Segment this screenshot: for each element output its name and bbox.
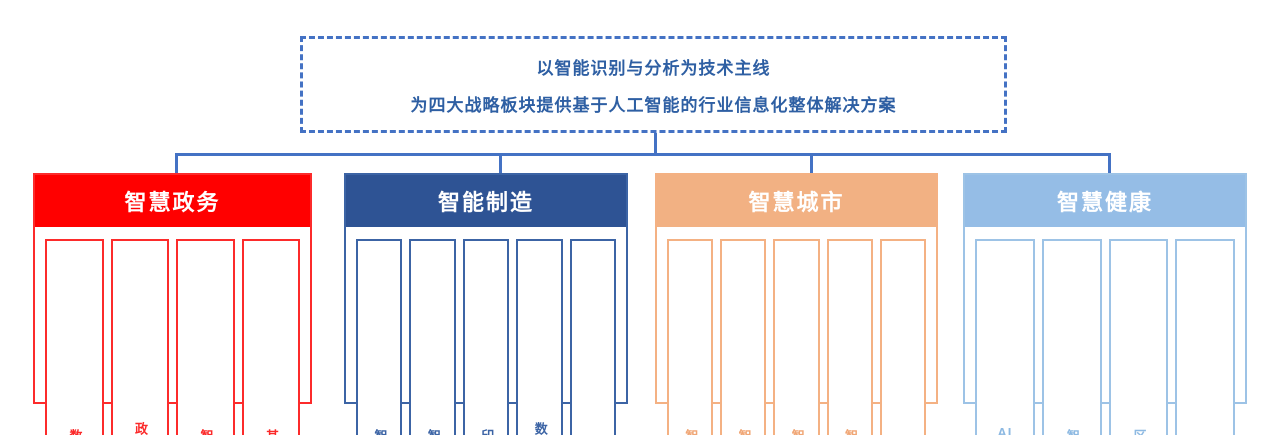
connector-drop-4 bbox=[1108, 153, 1111, 175]
sub-item[interactable]: 智慧油田 bbox=[355, 239, 403, 435]
pillar-title-1: 智慧政务 bbox=[35, 175, 310, 227]
sub-item[interactable]: 其他业务 bbox=[241, 239, 300, 435]
pillar-block-1[interactable]: 智慧政务 数字会议 政务大数据 智慧统计 其他业务 bbox=[33, 173, 312, 435]
pillar-items-4: AI ＋ 器械 智慧医院 区域医疗 … bbox=[965, 227, 1245, 435]
sub-item-more[interactable]: … bbox=[879, 239, 927, 435]
sub-item[interactable]: 智慧环保 bbox=[720, 239, 767, 435]
pillar-items-2: 智慧油田 智慧烟草 印钞检测 数字化转型 … bbox=[346, 227, 626, 435]
connector-drop-2 bbox=[499, 153, 502, 175]
pillar-title-4: 智慧健康 bbox=[965, 175, 1245, 227]
sub-item-more[interactable]: … bbox=[569, 239, 617, 435]
pillar-title-2: 智能制造 bbox=[346, 175, 626, 227]
headline-line-2: 为四大战略板块提供基于人工智能的行业信息化整体解决方案 bbox=[410, 95, 897, 115]
pillar-block-4[interactable]: 智慧健康 AI ＋ 器械 智慧医院 区域医疗 … bbox=[963, 173, 1247, 435]
sub-item-latin: AI bbox=[997, 425, 1013, 435]
sub-item-ai-device[interactable]: AI ＋ 器械 bbox=[975, 239, 1035, 435]
sub-item[interactable]: 区域医疗 bbox=[1108, 239, 1169, 435]
headline-box: 以智能识别与分析为技术主线 为四大战略板块提供基于人工智能的行业信息化整体解决方… bbox=[300, 36, 1007, 133]
connector-bus bbox=[175, 153, 1111, 156]
sub-item[interactable]: 智能工程 bbox=[826, 239, 873, 435]
sub-item[interactable]: 智慧医院 bbox=[1041, 239, 1102, 435]
sub-item[interactable]: 智慧交通 bbox=[667, 239, 714, 435]
sub-item[interactable]: 智慧统计 bbox=[176, 239, 235, 435]
sub-item[interactable]: 智慧教育 bbox=[773, 239, 820, 435]
pillar-title-3: 智慧城市 bbox=[657, 175, 936, 227]
sub-item[interactable]: 印钞检测 bbox=[462, 239, 510, 435]
sub-item[interactable]: 政务大数据 bbox=[110, 239, 169, 435]
sub-item[interactable]: 数字化转型 bbox=[516, 239, 563, 435]
pillar-block-3[interactable]: 智慧城市 智慧交通 智慧环保 智慧教育 智能工程 … bbox=[655, 173, 938, 435]
headline-line-1: 以智能识别与分析为技术主线 bbox=[536, 58, 771, 78]
sub-item[interactable]: 数字会议 bbox=[45, 239, 104, 435]
connector-drop-3 bbox=[810, 153, 813, 175]
sub-item[interactable]: 智慧烟草 bbox=[409, 239, 456, 435]
connector-stem bbox=[654, 133, 657, 155]
pillar-block-2[interactable]: 智能制造 智慧油田 智慧烟草 印钞检测 数字化转型 … bbox=[344, 173, 628, 435]
connector-drop-1 bbox=[175, 153, 178, 175]
pillar-items-1: 数字会议 政务大数据 智慧统计 其他业务 bbox=[35, 227, 310, 435]
pillar-items-3: 智慧交通 智慧环保 智慧教育 智能工程 … bbox=[657, 227, 936, 435]
sub-item-more[interactable]: … bbox=[1175, 239, 1235, 435]
